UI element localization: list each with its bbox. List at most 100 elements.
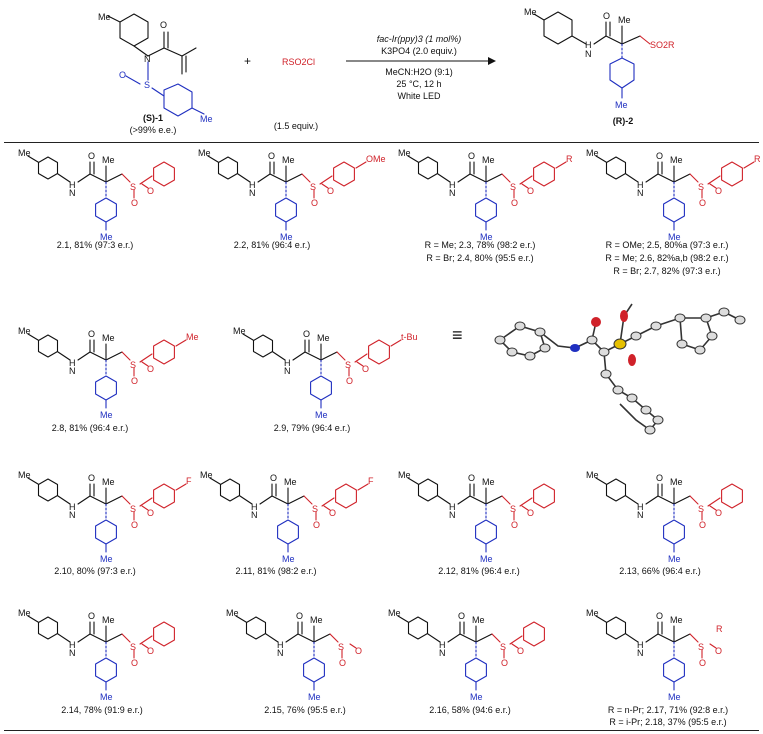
atom-label: Me: [18, 608, 31, 618]
atom-label: O: [511, 520, 518, 530]
atom-label: H: [449, 180, 456, 190]
atom-label: O: [468, 473, 475, 483]
atom-label: S: [510, 504, 516, 514]
caption-2-4: R = Br; 2.4, 80% (95:5 e.r.): [426, 253, 534, 263]
atom-label: N: [439, 648, 446, 658]
atom-label: O: [715, 186, 722, 196]
atom-label: Me: [615, 100, 628, 110]
light-source: White LED: [397, 91, 441, 101]
atom-label: S: [338, 642, 344, 652]
atom-label: H: [69, 640, 76, 650]
product-2-17-structure: [595, 615, 717, 691]
atom-label: O: [303, 329, 310, 339]
atom-label: H: [69, 358, 76, 368]
atom-label: S: [510, 182, 516, 192]
caption-2-1: 2.1, 81% (97:3 e.r.): [56, 240, 134, 250]
atom-label: H: [69, 180, 76, 190]
atom-label: O: [355, 646, 362, 656]
top-divider: [4, 142, 759, 143]
atom-label: Me: [284, 477, 297, 487]
atom-label: O: [147, 508, 154, 518]
atom-label: O: [699, 658, 706, 668]
catalyst: fac-Ir(ppy)3 (1 mol%): [376, 34, 462, 44]
atom-label: Me: [282, 554, 295, 564]
atom-label: N: [284, 366, 291, 376]
atom-label: Me: [315, 410, 328, 420]
temperature-time: 25 °C, 12 h: [396, 79, 442, 89]
atom-label: N: [637, 188, 644, 198]
atom-label: O: [329, 508, 336, 518]
atom-label: H: [637, 180, 644, 190]
atom-label: F: [186, 476, 192, 486]
atom-label: Me: [100, 692, 113, 702]
atom-label: O: [511, 198, 518, 208]
caption-2-3: R = Me; 2.3, 78% (98:2 e.r.): [424, 240, 536, 250]
atom-label: N: [69, 188, 76, 198]
reagent: RSO2Cl: [282, 57, 316, 67]
atom-label: Me: [18, 470, 31, 480]
atom-label: H: [585, 40, 592, 50]
atom-label: O: [88, 151, 95, 161]
atom-label: Me: [18, 148, 31, 158]
atom-label: N: [69, 510, 76, 520]
atom-label: Me: [308, 692, 321, 702]
product-2-11-structure: [209, 477, 331, 553]
atom-label: Me: [482, 477, 495, 487]
reaction-arrow: [346, 57, 496, 65]
atom-label: Me: [670, 155, 683, 165]
atom-label: Me: [200, 470, 213, 480]
atom-label: t-Bu: [401, 332, 418, 342]
atom-label: O: [468, 151, 475, 161]
atom-label: S: [698, 642, 704, 652]
atom-label: R: [754, 154, 761, 164]
bottom-divider: [4, 730, 759, 731]
atom-label: S: [130, 504, 136, 514]
atom-label: O: [119, 70, 126, 80]
atom-label: O: [270, 473, 277, 483]
atom-label: O: [327, 186, 334, 196]
atom-label: SO2R: [650, 40, 675, 50]
atom-label: O: [339, 658, 346, 668]
caption-2-15: 2.15, 76% (95:5 e.r.): [264, 705, 346, 715]
atom-label: O: [131, 376, 138, 386]
atom-label: O: [501, 658, 508, 668]
atom-label: O: [268, 151, 275, 161]
atom-label: Me: [100, 410, 113, 420]
atom-label: Me: [668, 232, 681, 242]
atom-label: R: [566, 154, 573, 164]
atom-label: S: [500, 642, 506, 652]
reactant-label: (S)-1: [143, 113, 163, 123]
atom-label: O: [517, 646, 524, 656]
reactant-ee: (>99% e.e.): [129, 125, 177, 135]
atom-label: Me: [280, 232, 293, 242]
atom-label: H: [449, 502, 456, 512]
caption-2-18: R = i-Pr; 2.18, 37% (95:5 e.r.): [609, 717, 727, 727]
atom-label: Me: [398, 470, 411, 480]
atom-label: R: [716, 624, 723, 634]
atom-label: O: [715, 508, 722, 518]
product-2-3-structure: [407, 155, 529, 231]
atom-label: O: [131, 658, 138, 668]
caption-2-5: R = OMe; 2.5, 80%a (97:3 e.r.): [605, 240, 729, 250]
product-2-9-structure: [242, 333, 364, 409]
atom-label: S: [698, 504, 704, 514]
atom-label: Me: [388, 608, 401, 618]
atom-label: Me: [470, 692, 483, 702]
atom-label: O: [699, 520, 706, 530]
caption-2-11: 2.11, 81% (98:2 e.r.): [235, 566, 317, 576]
atom-label: O: [160, 20, 167, 30]
atom-label: N: [144, 54, 151, 64]
atom-label: Me: [524, 7, 537, 17]
caption-2-17: R = n-Pr; 2.17, 71% (92:8 e.r.): [607, 705, 729, 715]
caption-2-6: R = Me; 2.6, 82%a,b (98:2 e.r.): [605, 253, 729, 263]
atom-label: O: [296, 611, 303, 621]
atom-label: Me: [586, 148, 599, 158]
atom-label: Me: [472, 615, 485, 625]
product-2-1-structure: [27, 155, 149, 231]
atom-label: N: [251, 510, 258, 520]
product-2-2-structure: [207, 155, 329, 231]
product-2-5-structure: [595, 155, 717, 231]
atom-label: S: [698, 182, 704, 192]
atom-label: O: [656, 473, 663, 483]
atom-label: OMe: [366, 154, 386, 164]
